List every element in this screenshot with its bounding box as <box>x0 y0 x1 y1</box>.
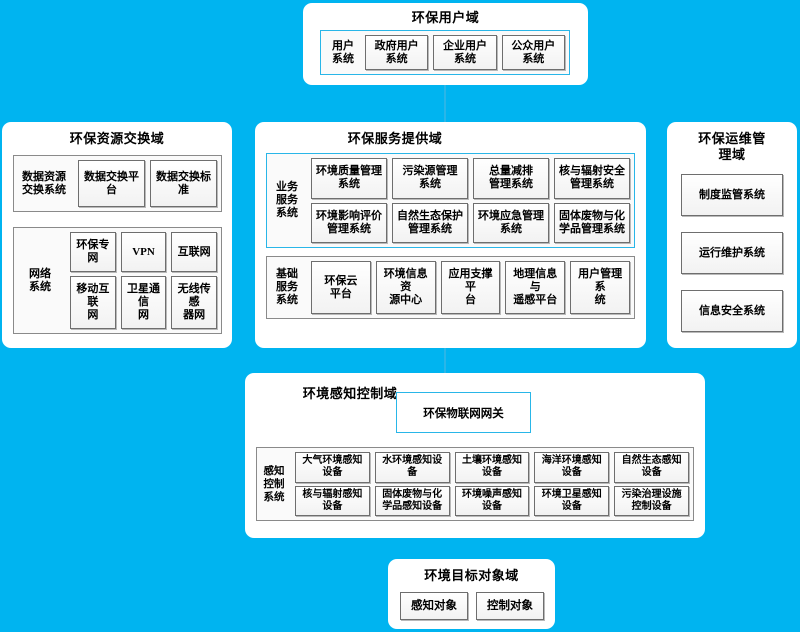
node-gis-remote-sensing-platform[interactable]: 地理信息与遥感平台 <box>505 261 566 314</box>
node-iot-gateway[interactable]: 环保物联网网关 <box>396 392 531 433</box>
sensing-row-1: 大气环境感知设备 水环境感知设备 土壤环境感知设备 海洋环境感知设备 自然生态感… <box>295 452 689 483</box>
node-control-object[interactable]: 控制对象 <box>476 592 544 620</box>
node-application-support-platform[interactable]: 应用支撑平台 <box>440 261 501 314</box>
business-service-group-label: 业务服务系统 <box>276 181 298 219</box>
node-water-env-sensing-device[interactable]: 水环境感知设备 <box>374 452 450 483</box>
sensing-control-group: 感知控制系统 大气环境感知设备 水环境感知设备 土壤环境感知设备 海洋环境感知设… <box>256 447 694 521</box>
node-marine-env-sensing-device[interactable]: 海洋环境感知设备 <box>534 452 610 483</box>
user-system-group: 用户 系统 政府用户系统 企业用户系统 公众用户系统 <box>320 30 570 75</box>
node-solid-waste-chemicals-system[interactable]: 固体废物与化学品管理系统 <box>554 202 630 243</box>
node-natural-ecology-sensing-device[interactable]: 自然生态感知设备 <box>614 452 689 483</box>
node-natural-ecology-protection-system[interactable]: 自然生态保护管理系统 <box>392 202 468 243</box>
business-row-2: 环境影响评价管理系统 自然生态保护管理系统 环境应急管理系统 固体废物与化学品管… <box>311 202 630 243</box>
panel-user-domain: 环保用户域 用户 系统 政府用户系统 企业用户系统 公众用户系统 <box>303 3 588 85</box>
panel-resource-exchange-domain: 环保资源交换域 数据资源交换系统 数据交换平台 数据交换标准 网络系统 环保专网… <box>2 122 232 348</box>
node-env-emergency-mgmt-system[interactable]: 环境应急管理系统 <box>473 202 549 243</box>
panel-sensing-control-domain: 感知控制系统 大气环境感知设备 水环境感知设备 土壤环境感知设备 海洋环境感知设… <box>245 373 705 538</box>
business-service-body: 环境质量管理系统 污染源管理系统 总量减排管理系统 核与辐射安全管理系统 环境影… <box>307 154 634 247</box>
node-information-security-system[interactable]: 信息安全系统 <box>681 290 783 332</box>
node-sensing-object[interactable]: 感知对象 <box>400 592 468 620</box>
panel-target-object-domain: 环境目标对象域 感知对象 控制对象 <box>388 559 555 629</box>
connector-user-to-service <box>444 85 446 122</box>
panel-service-provider-domain: 环保服务提供域 业务服务系统 环境质量管理系统 污染源管理系统 总量减排管理系统… <box>255 122 646 348</box>
node-enterprise-user-system[interactable]: 企业用户系统 <box>433 35 497 70</box>
base-service-body: 环保云平台 环境信息资源中心 应用支撑平台 地理信息与遥感平台 用户管理系统 <box>307 257 634 318</box>
data-resource-exchange-body: 数据交换平台 数据交换标准 <box>74 156 221 211</box>
sensing-row-2: 核与辐射感知设备 固体废物与化学品感知设备 环境噪声感知设备 环境卫星感知设备 … <box>295 485 689 516</box>
business-row-1: 环境质量管理系统 污染源管理系统 总量减排管理系统 核与辐射安全管理系统 <box>311 158 630 199</box>
node-eia-mgmt-system[interactable]: 环境影响评价管理系统 <box>311 202 387 243</box>
node-env-noise-sensing-device[interactable]: 环境噪声感知设备 <box>454 485 530 516</box>
node-public-user-system[interactable]: 公众用户系统 <box>501 35 565 70</box>
network-row-2: 移动互联网 卫星通信网 无线传感器网 <box>70 276 218 329</box>
base-service-group: 基础服务系统 环保云平台 环境信息资源中心 应用支撑平台 地理信息与遥感平台 用… <box>266 256 635 319</box>
data-resource-exchange-group-label: 数据资源交换系统 <box>22 170 66 196</box>
node-internet[interactable]: 互联网 <box>171 232 218 272</box>
business-service-group: 业务服务系统 环境质量管理系统 污染源管理系统 总量减排管理系统 核与辐射安全管… <box>266 153 635 248</box>
node-user-management-system[interactable]: 用户管理系统 <box>570 261 630 314</box>
node-env-cloud-platform[interactable]: 环保云平台 <box>311 261 371 314</box>
node-government-user-system[interactable]: 政府用户系统 <box>365 35 429 70</box>
base-service-row: 环保云平台 环境信息资源中心 应用支撑平台 地理信息与遥感平台 用户管理系统 <box>311 261 630 314</box>
data-resource-row: 数据交换平台 数据交换标准 <box>78 160 217 207</box>
connector-service-to-gateway <box>444 348 446 393</box>
node-air-env-sensing-device[interactable]: 大气环境感知设备 <box>295 452 370 483</box>
node-total-emission-reduction-system[interactable]: 总量减排管理系统 <box>473 158 549 199</box>
node-nuclear-radiation-sensing-device[interactable]: 核与辐射感知设备 <box>295 485 370 516</box>
target-domain-title: 环境目标对象域 <box>424 568 519 583</box>
node-env-private-network[interactable]: 环保专网 <box>70 232 116 272</box>
data-resource-exchange-group: 数据资源交换系统 数据交换平台 数据交换标准 <box>13 155 222 212</box>
node-nuclear-radiation-safety-system[interactable]: 核与辐射安全管理系统 <box>554 158 630 199</box>
service-domain-title: 环保服务提供域 <box>347 131 443 146</box>
node-vpn[interactable]: VPN <box>120 232 167 272</box>
node-satellite-comm-network[interactable]: 卫星通信网 <box>120 276 167 329</box>
node-data-exchange-platform[interactable]: 数据交换平台 <box>78 160 145 207</box>
node-env-quality-mgmt-system[interactable]: 环境质量管理系统 <box>311 158 387 199</box>
user-domain-title: 环保用户域 <box>411 10 480 25</box>
node-solid-waste-chemicals-sensing-device[interactable]: 固体废物与化学品感知设备 <box>374 485 450 516</box>
node-data-exchange-standard[interactable]: 数据交换标准 <box>150 160 217 207</box>
node-mobile-internet[interactable]: 移动互联网 <box>70 276 116 329</box>
network-row-1: 环保专网 VPN 互联网 <box>70 232 218 272</box>
node-system-supervision-system[interactable]: 制度监管系统 <box>681 174 783 216</box>
node-env-satellite-sensing-device[interactable]: 环境卫星感知设备 <box>534 485 610 516</box>
user-system-label-line1: 用户 <box>332 39 354 52</box>
user-system-group-label: 用户 系统 <box>321 31 365 74</box>
node-wireless-sensor-network[interactable]: 无线传感器网 <box>171 276 218 329</box>
node-pollution-source-mgmt-system[interactable]: 污染源管理系统 <box>392 158 468 199</box>
node-operation-maintenance-system[interactable]: 运行维护系统 <box>681 232 783 274</box>
user-system-row: 政府用户系统 企业用户系统 公众用户系统 <box>365 35 565 70</box>
user-system-label-line2: 系统 <box>332 52 354 65</box>
sensing-control-body: 大气环境感知设备 水环境感知设备 土壤环境感知设备 海洋环境感知设备 自然生态感… <box>291 448 693 520</box>
ops-domain-title: 环保运维管理域 <box>698 131 766 162</box>
node-pollution-treatment-control-device[interactable]: 污染治理设施控制设备 <box>614 485 689 516</box>
panel-ops-management-domain: 环保运维管理域 制度监管系统 运行维护系统 信息安全系统 <box>667 122 797 348</box>
resource-domain-title: 环保资源交换域 <box>69 131 165 146</box>
sensing-control-group-label: 感知控制系统 <box>263 465 285 503</box>
network-system-group-label: 网络系统 <box>29 267 51 293</box>
node-env-info-resource-center[interactable]: 环境信息资源中心 <box>375 261 436 314</box>
user-system-group-body: 政府用户系统 企业用户系统 公众用户系统 <box>365 31 569 74</box>
network-system-body: 环保专网 VPN 互联网 移动互联网 卫星通信网 无线传感器网 <box>66 228 221 333</box>
network-system-group: 网络系统 环保专网 VPN 互联网 移动互联网 卫星通信网 无线传感器网 <box>13 227 222 334</box>
sensing-domain-title: 环境感知控制域 <box>302 386 398 401</box>
node-soil-env-sensing-device[interactable]: 土壤环境感知设备 <box>454 452 530 483</box>
base-service-group-label: 基础服务系统 <box>276 268 298 306</box>
